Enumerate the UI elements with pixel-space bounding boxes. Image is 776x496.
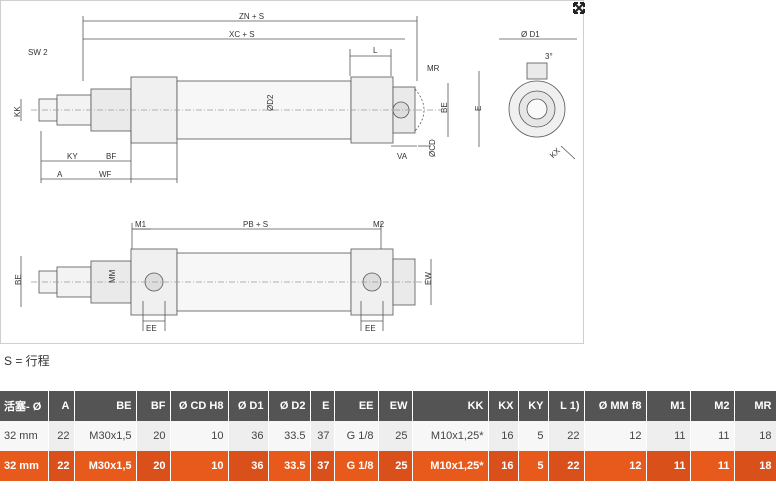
dim-a: A bbox=[57, 170, 63, 179]
table-cell: 20 bbox=[136, 421, 171, 451]
table-cell: M10x1,25* bbox=[412, 451, 489, 481]
table-cell: 5 bbox=[518, 421, 549, 451]
header-m1: M1 bbox=[646, 391, 691, 421]
table-cell: 11 bbox=[646, 421, 691, 451]
table-cell: G 1/8 bbox=[334, 451, 379, 481]
header-d2: Ø D2 bbox=[268, 391, 311, 421]
header-ee: EE bbox=[334, 391, 379, 421]
table-cell: 22 bbox=[548, 451, 585, 481]
header-d1: Ø D1 bbox=[228, 391, 269, 421]
table-cell: 5 bbox=[518, 451, 549, 481]
dim-be: BE bbox=[440, 102, 449, 113]
table-cell: 12 bbox=[584, 421, 647, 451]
table-cell: 11 bbox=[690, 451, 735, 481]
table-cell: 37 bbox=[310, 451, 335, 481]
dim-va: VA bbox=[397, 152, 408, 161]
table-cell: 22 bbox=[48, 421, 75, 451]
dim-deg: 3° bbox=[545, 52, 553, 61]
table-cell: 20 bbox=[136, 451, 171, 481]
table-header-row: 活塞- Ø A BE BF Ø CD H8 Ø D1 Ø D2 E EE EW … bbox=[0, 391, 776, 421]
table-cell: 25 bbox=[378, 421, 413, 451]
table-cell: 33.5 bbox=[268, 421, 311, 451]
table-cell: 22 bbox=[548, 421, 585, 451]
table-cell: 32 mm bbox=[0, 421, 49, 451]
header-cd: Ø CD H8 bbox=[170, 391, 229, 421]
dim-ee-left: EE bbox=[146, 324, 157, 333]
dim-m1: M1 bbox=[135, 220, 147, 229]
table-cell: 36 bbox=[228, 451, 269, 481]
table-cell: 11 bbox=[690, 421, 735, 451]
dim-ee-right: EE bbox=[365, 324, 376, 333]
dim-cd: ØCD bbox=[428, 139, 437, 157]
dim-kk: KK bbox=[13, 106, 22, 117]
header-be: BE bbox=[74, 391, 137, 421]
dim-ew: EW bbox=[424, 272, 433, 285]
dim-sw2: SW 2 bbox=[28, 48, 48, 57]
header-mm: Ø MM f8 bbox=[584, 391, 647, 421]
table-cell: 10 bbox=[170, 421, 229, 451]
table-cell: 10 bbox=[170, 451, 229, 481]
header-m2: M2 bbox=[690, 391, 735, 421]
dim-d1: Ø D1 bbox=[521, 30, 540, 39]
table-cell: 18 bbox=[734, 421, 776, 451]
header-ew: EW bbox=[378, 391, 413, 421]
dim-bf: BF bbox=[106, 152, 116, 161]
expand-icon[interactable] bbox=[572, 1, 586, 15]
header-a: A bbox=[48, 391, 75, 421]
dim-kx: KX bbox=[548, 146, 562, 160]
header-kk: KK bbox=[412, 391, 489, 421]
header-ky: KY bbox=[518, 391, 549, 421]
header-mr: MR bbox=[734, 391, 776, 421]
table-row[interactable]: 32 mm 22 M30x1,5 20 10 36 33.5 37 G 1/8 … bbox=[0, 421, 776, 451]
table-cell: 18 bbox=[734, 451, 776, 481]
table-cell: 22 bbox=[48, 451, 75, 481]
technical-drawing-panel: ZN + S XC + S SW 2 L MR KK KY BF A WF ØD… bbox=[0, 0, 586, 344]
table-cell: G 1/8 bbox=[334, 421, 379, 451]
table-cell: 12 bbox=[584, 451, 647, 481]
dim-zn: ZN + S bbox=[239, 12, 264, 21]
dim-l: L bbox=[373, 46, 378, 55]
header-kx: KX bbox=[488, 391, 519, 421]
header-bf: BF bbox=[136, 391, 171, 421]
table-cell: 25 bbox=[378, 451, 413, 481]
dim-mr: MR bbox=[427, 64, 440, 73]
dim-e: E bbox=[474, 106, 483, 111]
header-e: E bbox=[310, 391, 335, 421]
table-cell: M10x1,25* bbox=[412, 421, 489, 451]
table-cell: M30x1,5 bbox=[74, 421, 137, 451]
table-cell: 37 bbox=[310, 421, 335, 451]
dim-m2: M2 bbox=[373, 220, 385, 229]
dim-xc: XC + S bbox=[229, 30, 255, 39]
stroke-caption: S = 行程 bbox=[4, 354, 50, 368]
table-cell: M30x1,5 bbox=[74, 451, 137, 481]
dim-d2: ØD2 bbox=[266, 94, 275, 111]
dim-wf: WF bbox=[99, 170, 112, 179]
header-l: L 1) bbox=[548, 391, 585, 421]
dim-ky: KY bbox=[67, 152, 78, 161]
table-cell: 16 bbox=[488, 451, 519, 481]
header-piston: 活塞- Ø bbox=[0, 391, 49, 421]
cylinder-drawing: ZN + S XC + S SW 2 L MR KK KY BF A WF ØD… bbox=[13, 12, 577, 333]
dim-be-bottom: BE bbox=[14, 274, 23, 285]
table-cell: 32 mm bbox=[0, 451, 49, 481]
table-row-selected[interactable]: 32 mm 22 M30x1,5 20 10 36 33.5 37 G 1/8 … bbox=[0, 451, 776, 481]
table-cell: 33.5 bbox=[268, 451, 311, 481]
table-cell: 16 bbox=[488, 421, 519, 451]
dim-pb: PB + S bbox=[243, 220, 268, 229]
table-cell: 11 bbox=[646, 451, 691, 481]
spec-table: 活塞- Ø A BE BF Ø CD H8 Ø D1 Ø D2 E EE EW … bbox=[0, 391, 776, 481]
table-cell: 36 bbox=[228, 421, 269, 451]
dim-mm: MM bbox=[108, 269, 117, 283]
